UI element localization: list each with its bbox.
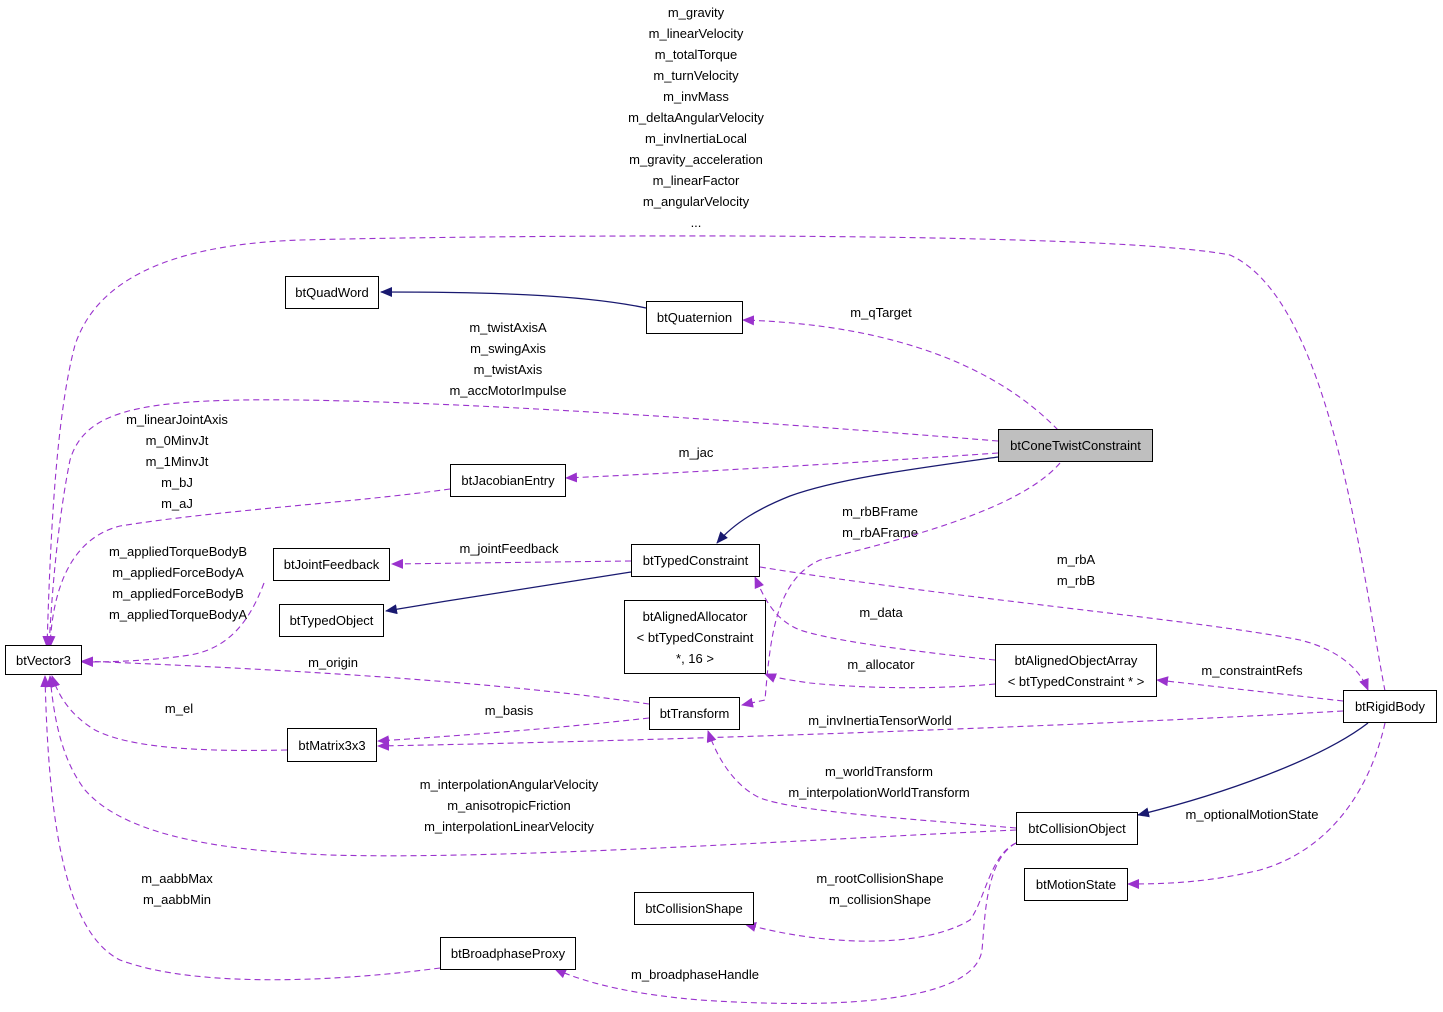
label-basis: m_basis <box>484 703 534 718</box>
node-btBroadphaseProxy[interactable]: btBroadphaseProxy <box>440 937 576 970</box>
node-btMotionState[interactable]: btMotionState <box>1024 868 1128 901</box>
node-btQuaternion[interactable]: btQuaternion <box>646 301 743 334</box>
edge-conetwist-inherits-typedconstraint <box>716 456 999 544</box>
edge-rigidbody-to-matrix3x3 <box>377 710 1344 751</box>
label-jac: m_jac <box>678 445 714 460</box>
label-feedback-members: m_appliedTorqueBodyB m_appliedForceBodyA… <box>108 544 248 622</box>
edge-conetwist-to-jacobianentry <box>565 452 999 483</box>
label-constraint-refs: m_constraintRefs <box>1201 663 1303 678</box>
edge-rigidbody-to-alignedobjectarray <box>1156 676 1344 702</box>
edge-transform-to-vector3 <box>81 656 650 705</box>
label-inv-inertia-world: m_invInertiaTensorWorld <box>808 713 952 728</box>
node-btJacobianEntry[interactable]: btJacobianEntry <box>450 464 566 497</box>
edge-rigidbody-to-motionstate <box>1127 722 1386 889</box>
label-conetwist-members: m_twistAxisA m_swingAxis m_twistAxis m_a… <box>449 320 567 398</box>
edge-alignedobjectarray-to-allocator <box>764 673 996 689</box>
label-data: m_data <box>859 605 903 620</box>
label-optional-motion-state: m_optionalMotionState <box>1185 807 1319 822</box>
edge-matrix3x3-to-vector3 <box>50 675 288 752</box>
label-frames: m_rbBFrame m_rbAFrame <box>842 504 918 540</box>
edge-alignedobjectarray-to-typedconstraint <box>754 576 996 661</box>
edge-collisionobject-to-collisionshape <box>744 842 1017 942</box>
label-el: m_el <box>164 701 194 716</box>
edge-quaternion-inherits-quadword <box>380 287 647 309</box>
node-btRigidBody[interactable]: btRigidBody <box>1343 690 1437 723</box>
node-btCollisionObject[interactable]: btCollisionObject <box>1016 812 1138 845</box>
label-broadphase-handle: m_broadphaseHandle <box>631 967 759 982</box>
edge-broadphaseproxy-to-vector3 <box>40 675 441 981</box>
edge-collisionobject-to-vector3 <box>46 675 1017 857</box>
node-btJointFeedback[interactable]: btJointFeedback <box>273 548 390 581</box>
label-aabb: m_aabbMax m_aabbMin <box>141 871 213 907</box>
node-btAlignedAllocator[interactable]: btAlignedAllocator < btTypedConstraint *… <box>624 600 766 674</box>
edge-transform-to-matrix3x3 <box>377 717 650 746</box>
node-btMatrix3x3[interactable]: btMatrix3x3 <box>287 728 377 762</box>
node-btTypedConstraint[interactable]: btTypedConstraint <box>631 544 760 577</box>
node-btAlignedObjectArray[interactable]: btAlignedObjectArray < btTypedConstraint… <box>995 644 1157 697</box>
edge-jointfeedback-to-vector3 <box>81 582 265 667</box>
edge-conetwist-to-vector3 <box>44 399 999 648</box>
label-joint-feedback: m_jointFeedback <box>459 541 559 556</box>
edge-conetwist-to-transform <box>741 462 1061 708</box>
node-btVector3[interactable]: btVector3 <box>5 645 82 675</box>
node-btCollisionShape[interactable]: btCollisionShape <box>634 892 754 925</box>
label-origin: m_origin <box>308 655 358 670</box>
node-btTypedObject[interactable]: btTypedObject <box>279 604 384 637</box>
edge-typedconstraint-inherits-typedobject <box>385 571 632 615</box>
edge-collisionobject-to-transform <box>706 730 1017 829</box>
node-btConeTwistConstraint[interactable]: btConeTwistConstraint <box>998 429 1153 462</box>
edge-jacobianentry-to-vector3 <box>45 488 451 648</box>
edge-collisionobject-to-broadphaseproxy <box>554 842 1017 1005</box>
label-rigidbody-members: m_gravity m_linearVelocity m_totalTorque… <box>628 5 764 230</box>
edge-typedconstraint-to-jointfeedback <box>391 558 632 569</box>
label-allocator: m_allocator <box>847 657 915 672</box>
edge-typedconstraint-to-rigidbody <box>759 566 1369 691</box>
node-btTransform[interactable]: btTransform <box>649 697 740 730</box>
label-collision-shape: m_rootCollisionShape m_collisionShape <box>816 871 944 907</box>
label-rb: m_rbA m_rbB <box>1056 552 1096 588</box>
label-jacobian-members: m_linearJointAxis m_0MinvJt m_1MinvJt m_… <box>126 412 228 511</box>
edge-conetwist-to-quaternion <box>742 315 1059 431</box>
node-btQuadWord[interactable]: btQuadWord <box>285 276 379 309</box>
edge-rigidbody-inherits-collisionobject <box>1137 722 1369 818</box>
label-collision-members: m_interpolationAngularVelocity m_anisotr… <box>419 777 599 834</box>
label-qtarget: m_qTarget <box>850 305 912 320</box>
label-world-transform: m_worldTransform m_interpolationWorldTra… <box>788 764 970 800</box>
